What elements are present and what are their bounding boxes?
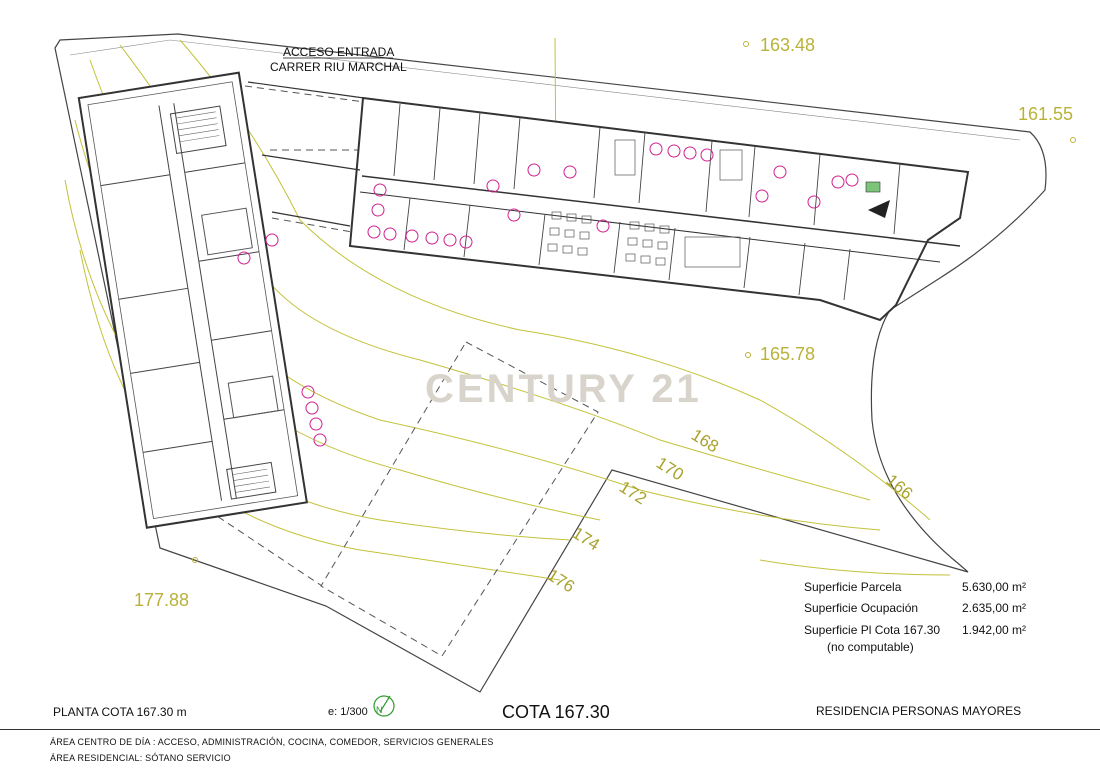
west-wing xyxy=(77,71,308,529)
elevation-label-1: 163.48 xyxy=(760,35,815,55)
access-label-line1: ACCESO ENTRADA xyxy=(283,45,394,59)
cota-title: COTA 167.30 xyxy=(502,702,610,722)
surface-label-parcela: Superficie Parcela xyxy=(804,580,902,594)
north-glyph: N xyxy=(376,705,383,715)
north-arrow-icon: N xyxy=(373,695,395,717)
project-title: RESIDENCIA PERSONAS MAYORES xyxy=(816,704,1022,718)
contour-label-168: 168 xyxy=(688,425,722,456)
plan-title: PLANTA COTA 167.30 m xyxy=(53,705,187,719)
contour-label-174: 174 xyxy=(569,523,603,554)
connector xyxy=(247,81,365,227)
elevation-label-3: 165.78 xyxy=(760,344,815,364)
plot-inner-boundary xyxy=(69,39,1021,141)
contour-label-170: 170 xyxy=(653,453,687,484)
footer-separator xyxy=(0,729,1100,730)
dashed-outlines xyxy=(207,85,599,657)
access-label-line2: CARRER RIU MARCHAL xyxy=(270,60,407,74)
surface-value-planta: 1.942,00 m² xyxy=(962,623,1026,637)
elevation-dots xyxy=(192,41,1076,563)
elevation-label-2: 161.55 xyxy=(1018,104,1073,124)
elevation-label-4: 177.88 xyxy=(134,590,189,610)
surface-value-ocupacion: 2.635,00 m² xyxy=(962,601,1026,615)
note-centro-dia: ÁREA CENTRO DE DÍA : ACCESO, ADMINISTRAC… xyxy=(50,737,494,747)
scale-label: e: 1/300 xyxy=(328,706,368,718)
surface-note: (no computable) xyxy=(827,640,914,654)
contour-label-176: 176 xyxy=(544,565,578,596)
markers xyxy=(237,142,859,447)
note-residencial: ÁREA RESIDENCIAL: SÓTANO SERVICIO xyxy=(50,753,231,763)
surface-label-planta: Superficie Pl Cota 167.30 xyxy=(804,623,940,637)
watermark: CENTURY 21 xyxy=(425,367,702,411)
main-wing xyxy=(348,96,970,322)
surface-value-parcela: 5.630,00 m² xyxy=(962,580,1026,594)
surface-label-ocupacion: Superficie Ocupación xyxy=(804,601,918,615)
contour-label-172: 172 xyxy=(616,477,650,508)
plot-boundary xyxy=(54,33,1047,693)
